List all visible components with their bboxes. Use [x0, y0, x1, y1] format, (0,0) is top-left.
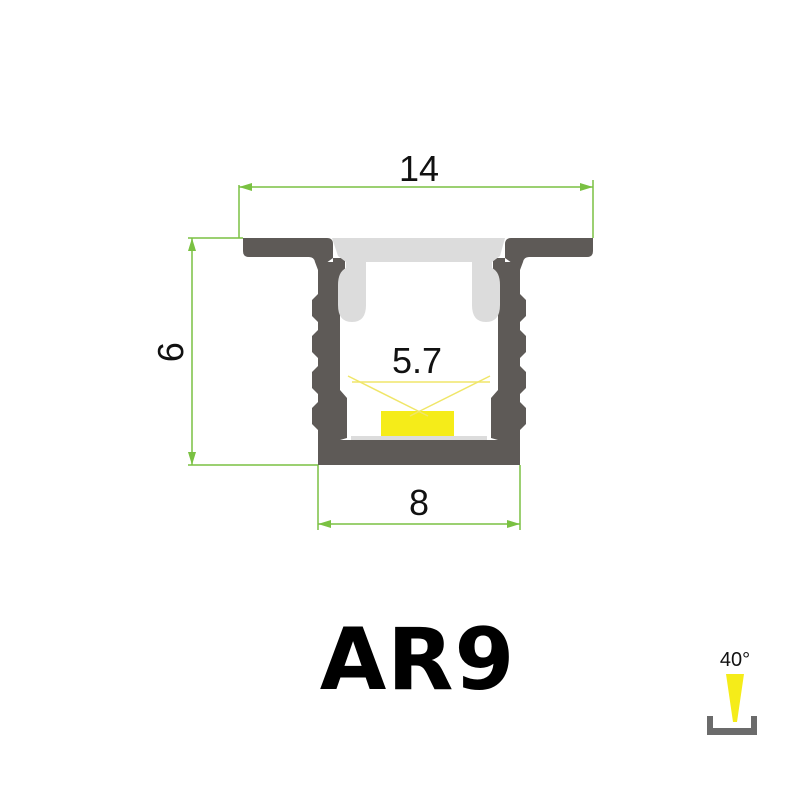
dim-inner-width: 5.7	[392, 340, 442, 381]
dimension-lines	[188, 180, 594, 530]
profile-inner-left	[333, 258, 347, 440]
beam-cone-icon	[726, 674, 744, 722]
profile-inner-right	[491, 258, 505, 440]
dim-height: 9	[150, 342, 191, 362]
dim-channel-width: 8	[409, 482, 429, 523]
led-strip-base	[351, 436, 487, 440]
profile-mini-icon	[707, 716, 757, 735]
profile-bottom	[318, 440, 520, 465]
diffuser-cover	[332, 238, 505, 322]
light-rays	[347, 375, 491, 417]
led-chip	[381, 411, 454, 436]
dim-overall-width: 14	[399, 148, 439, 189]
profile-cavity	[347, 262, 491, 440]
beam-angle-label: 40°	[720, 649, 750, 671]
product-title: AR9	[319, 610, 516, 710]
beam-angle-icon: 40°	[707, 649, 757, 735]
